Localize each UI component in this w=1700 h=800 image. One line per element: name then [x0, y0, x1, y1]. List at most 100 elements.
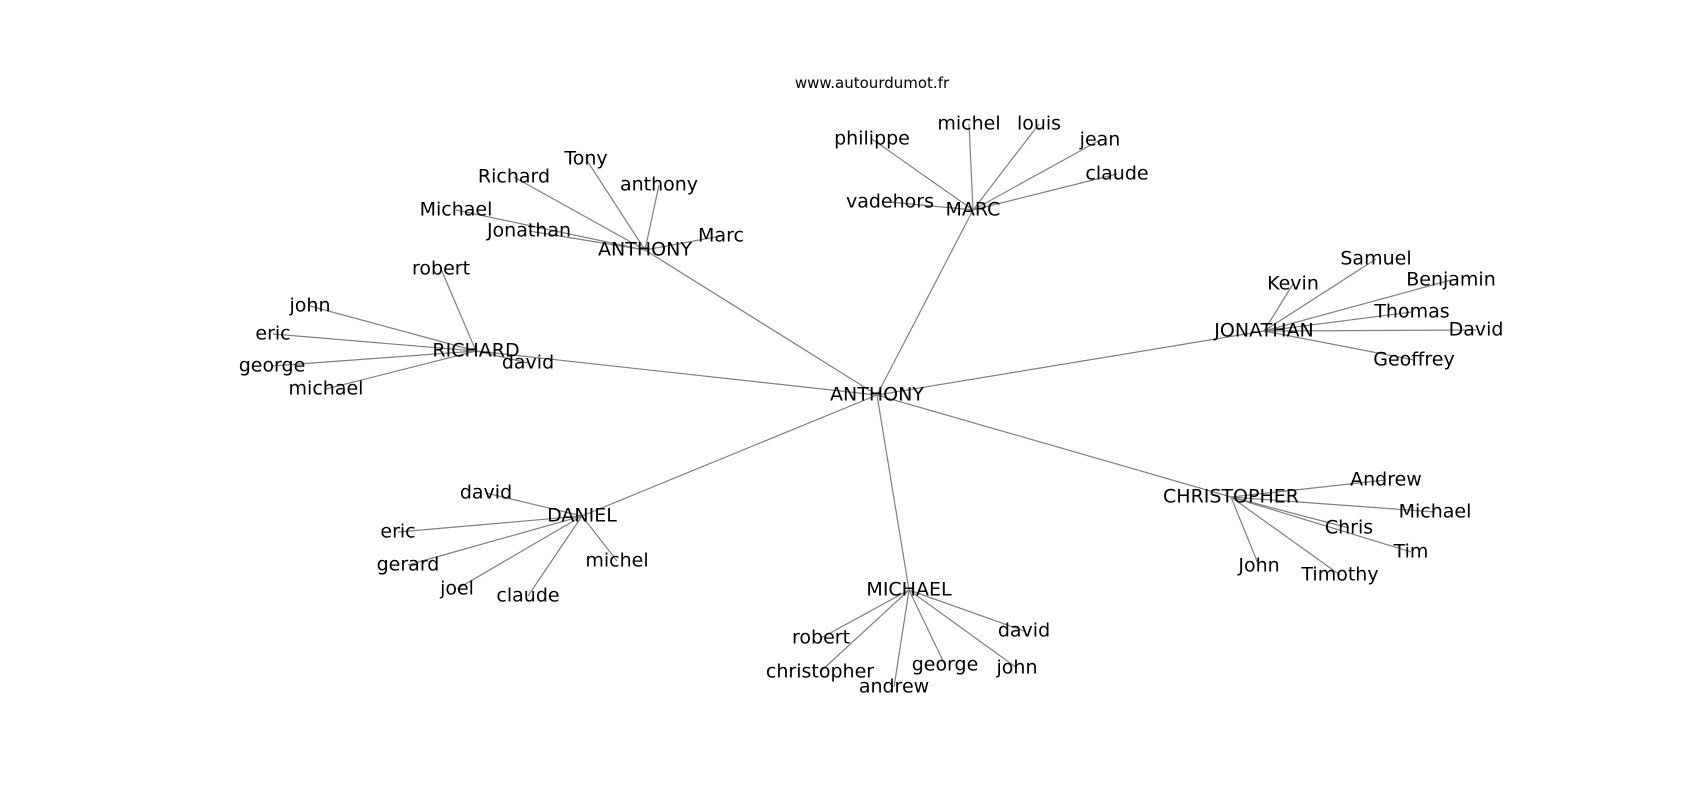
hub-node-label-jonathan: JONATHAN	[1213, 320, 1313, 342]
leaf-node-label-robert: robert	[792, 627, 850, 649]
leaf-node-label-eric: eric	[380, 521, 415, 543]
leaf-node-label-eric: eric	[255, 323, 290, 345]
leaf-node-label-christopher: christopher	[766, 661, 874, 683]
leaf-node-label-david: david	[998, 620, 1050, 642]
edge-christopher-to-timothy	[1230, 496, 1341, 576]
edge-richard-to-eric	[272, 333, 477, 352]
edge-daniel-to-gerard	[407, 515, 583, 566]
edge-christopher-to-chris	[1230, 496, 1350, 529]
edge-center-to-anthony	[644, 249, 878, 396]
edge-daniel-to-joel	[456, 515, 583, 590]
leaf-node-label-joel: joel	[439, 578, 474, 600]
edge-anthony-to-jonathan	[528, 230, 646, 251]
hub-node-label-richard: RICHARD	[432, 340, 519, 362]
edge-anthony-to-marc	[644, 235, 722, 251]
edge-richard-to-george	[271, 350, 477, 367]
graph-nodes: ANTHONY MARC philippe michel louis jean claude…	[239, 113, 1504, 698]
leaf-node-label-geoffrey: Geoffrey	[1373, 349, 1454, 371]
edge-michael-to-john	[908, 589, 1018, 669]
edge-center-to-jonathan	[876, 330, 1265, 396]
hub-node-label-daniel: DANIEL	[547, 505, 617, 527]
edge-christopher-to-andrew	[1230, 479, 1387, 498]
edge-michael-to-andrew	[893, 589, 910, 688]
edge-anthony-to-richard	[513, 176, 646, 251]
edge-anthony-to-michael	[455, 209, 646, 251]
leaf-node-label-jean: jean	[1079, 129, 1121, 151]
edge-jonathan-to-david	[1263, 329, 1477, 332]
leaf-node-label-marc: Marc	[698, 225, 744, 247]
edge-michael-to-david	[908, 589, 1025, 632]
edge-daniel-to-claude	[527, 515, 583, 597]
leaf-node-label-david: David	[1449, 319, 1504, 341]
leaf-node-label-john: john	[996, 657, 1038, 679]
leaf-node-label-thomas: Thomas	[1373, 301, 1449, 323]
leaf-node-label-claude: claude	[496, 585, 559, 607]
edge-anthony-to-anthony	[644, 184, 660, 251]
leaf-node-label-michael: Michael	[1399, 501, 1472, 523]
edge-marc-to-michel	[968, 123, 974, 211]
center-node-label: ANTHONY	[830, 384, 924, 406]
edge-richard-to-robert	[440, 268, 477, 352]
edge-richard-to-david	[475, 350, 529, 364]
leaf-node-label-david: david	[502, 352, 554, 374]
edge-anthony-to-tony	[585, 158, 646, 251]
edge-marc-to-louis	[972, 123, 1040, 211]
edge-jonathan-to-kevin	[1263, 283, 1294, 332]
leaf-node-label-michael: michael	[289, 378, 364, 400]
edge-jonathan-to-thomas	[1263, 311, 1413, 332]
leaf-node-label-kevin: Kevin	[1267, 273, 1319, 295]
edge-marc-to-jean	[972, 139, 1101, 211]
leaf-node-label-george: george	[912, 654, 979, 676]
hub-node-label-marc: MARC	[946, 199, 1001, 221]
leaf-node-label-jonathan: Jonathan	[486, 220, 571, 242]
edge-marc-to-philippe	[871, 138, 974, 211]
site-url-label: www.autourdumot.fr	[795, 74, 950, 92]
leaf-node-label-david: david	[460, 482, 512, 504]
leaf-node-label-richard: Richard	[478, 166, 550, 188]
edge-center-to-michael	[876, 394, 910, 591]
edge-center-to-richard	[475, 350, 878, 396]
edge-christopher-to-michael	[1230, 496, 1436, 513]
edge-michael-to-robert	[820, 589, 910, 639]
edge-christopher-to-tim	[1230, 496, 1412, 553]
edge-center-to-christopher	[876, 394, 1232, 498]
leaf-node-label-john: John	[1237, 555, 1279, 577]
leaf-node-label-robert: robert	[412, 258, 470, 280]
leaf-node-label-tim: Tim	[1393, 541, 1429, 563]
edge-richard-to-michael	[325, 350, 477, 390]
leaf-node-label-john: john	[289, 295, 331, 317]
leaf-node-label-chris: Chris	[1325, 517, 1373, 539]
leaf-node-label-michel: michel	[585, 550, 648, 572]
edge-marc-to-claude	[972, 173, 1118, 211]
edge-michael-to-george	[908, 589, 946, 666]
hub-node-label-christopher: CHRISTOPHER	[1163, 486, 1299, 508]
leaf-node-label-andrew: andrew	[859, 676, 929, 698]
edge-christopher-to-john	[1230, 496, 1260, 567]
leaf-node-label-anthony: anthony	[620, 174, 698, 196]
edge-jonathan-to-samuel	[1263, 258, 1377, 332]
graph-edges	[271, 123, 1477, 688]
leaf-node-label-vadehors: vadehors	[846, 191, 934, 213]
edge-michael-to-christopher	[819, 589, 910, 673]
leaf-node-label-benjamin: Benjamin	[1406, 269, 1496, 291]
edge-daniel-to-michel	[581, 515, 618, 562]
leaf-node-label-tony: Tony	[563, 148, 607, 170]
edge-daniel-to-eric	[397, 515, 583, 533]
leaf-node-label-samuel: Samuel	[1340, 248, 1411, 270]
leaf-node-label-louis: louis	[1017, 113, 1061, 135]
edge-center-to-daniel	[581, 394, 878, 517]
leaf-node-label-michel: michel	[937, 113, 1000, 135]
edge-marc-to-vadehors	[889, 201, 974, 211]
leaf-node-label-michael: Michael	[420, 199, 493, 221]
edge-jonathan-to-geoffrey	[1263, 330, 1415, 361]
hub-node-label-michael: MICHAEL	[866, 579, 952, 601]
leaf-node-label-george: george	[239, 355, 306, 377]
leaf-node-label-andrew: Andrew	[1350, 469, 1422, 491]
leaf-node-label-philippe: philippe	[834, 128, 910, 150]
edge-center-to-marc	[876, 209, 974, 396]
hub-node-label-anthony: ANTHONY	[598, 239, 692, 261]
edge-jonathan-to-benjamin	[1263, 279, 1452, 332]
leaf-node-label-gerard: gerard	[377, 554, 440, 576]
leaf-node-label-claude: claude	[1085, 163, 1148, 185]
